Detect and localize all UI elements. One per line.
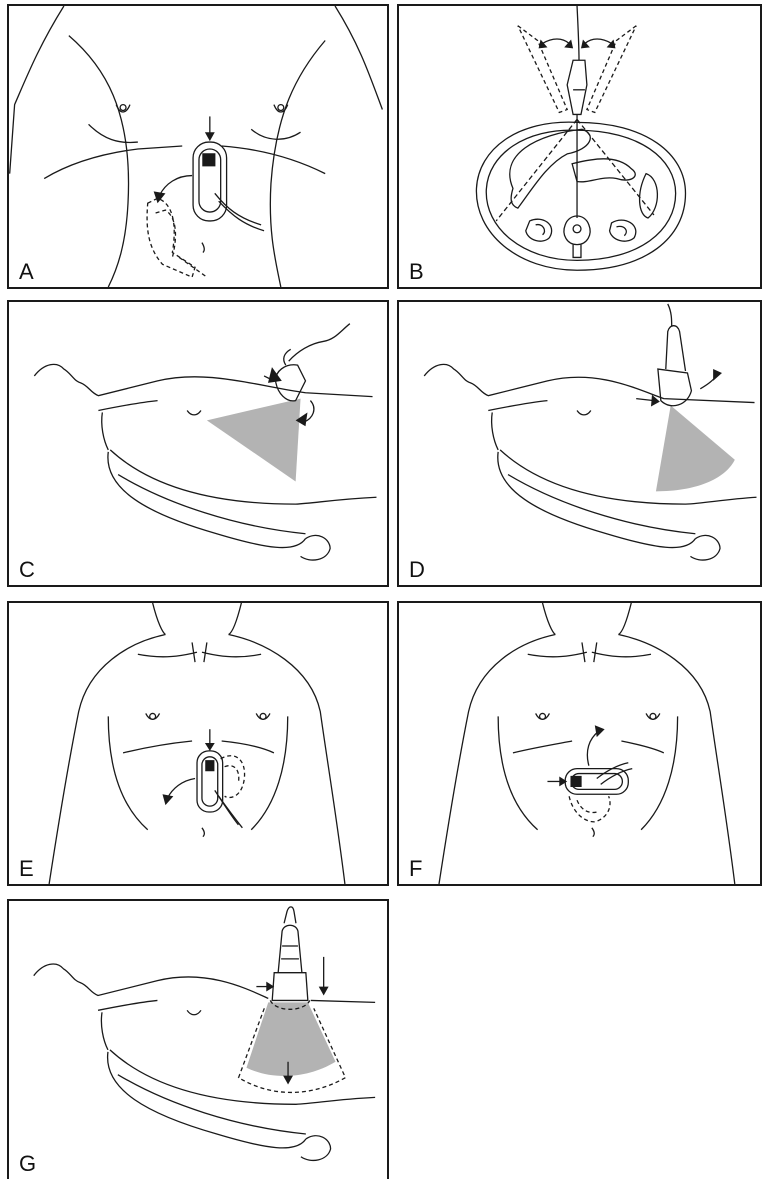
panel-e: E <box>7 601 389 886</box>
lower-body-line <box>110 450 376 504</box>
torso-longitudinal-scan-illustration <box>9 6 387 287</box>
ultrasound-beam <box>656 406 735 492</box>
panel-label: E <box>19 858 34 880</box>
panel-f: F <box>397 601 762 886</box>
panel-b: B <box>397 4 762 289</box>
ultrasound-beam <box>207 399 301 482</box>
panel-c: C <box>7 300 389 587</box>
spleen-outline <box>640 174 658 218</box>
panel-label: G <box>19 1153 36 1175</box>
left-shoulder-outline <box>10 6 64 174</box>
panel-label: B <box>409 261 424 283</box>
probe <box>567 60 587 114</box>
probe <box>658 369 692 406</box>
probe-body <box>197 751 223 812</box>
neck-left <box>153 603 166 635</box>
panel-d: D <box>397 300 762 587</box>
panel-label: C <box>19 559 35 581</box>
probe <box>276 365 306 401</box>
vertebra <box>564 216 590 245</box>
side-view-probe-compression-illustration <box>9 901 387 1179</box>
body-outline <box>34 364 372 396</box>
body-outline <box>34 964 269 998</box>
right-shoulder-outline <box>335 6 382 110</box>
torso-longitudinal-scan-illustration <box>9 603 387 884</box>
pancreas-outline <box>572 159 635 182</box>
lower-body-line <box>110 1050 375 1104</box>
body-outline <box>424 364 754 402</box>
panel-g: G <box>7 899 389 1179</box>
side-view-probe-tilt-illustration <box>9 302 387 585</box>
left-shoulder <box>49 635 165 884</box>
neck-right <box>229 603 242 635</box>
side-view-probe-tilt-illustration <box>399 302 760 585</box>
panel-a: A <box>7 4 389 289</box>
left-torso-line <box>69 36 129 287</box>
panel-label: D <box>409 559 425 581</box>
panel-label: F <box>409 858 422 880</box>
torso-transverse-scan-illustration <box>399 603 760 884</box>
ultrasound-beam <box>246 1002 335 1076</box>
probe <box>272 973 308 1001</box>
panel-label: A <box>19 261 34 283</box>
axial-cross-section-illustration <box>399 6 760 287</box>
